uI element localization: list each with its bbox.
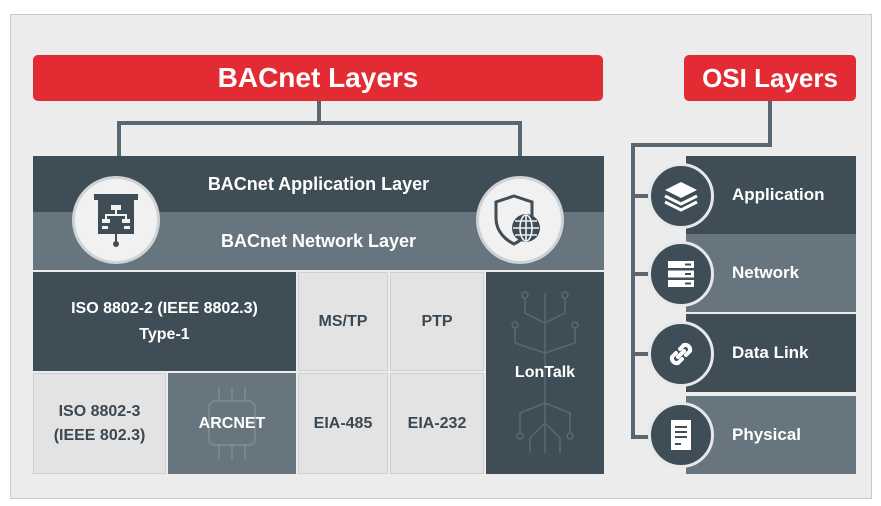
bacnet-connector-left [117, 121, 121, 157]
circuit-chip-icon [208, 387, 256, 459]
osi-connector-stem [768, 101, 772, 145]
arcnet-label: ARCNET [198, 414, 266, 432]
stack-layers-icon [648, 163, 714, 229]
eia485-cell: EIA-485 [298, 373, 388, 474]
shield-globe-icon [476, 176, 564, 264]
circuit-tree-icon [511, 291, 579, 453]
osi-connector-bar [631, 143, 772, 147]
osi-layer-application: Application [686, 156, 856, 234]
iso-8802-3-cell: ISO 8802-3 (IEEE 802.3) [33, 373, 166, 474]
mstp-label: MS/TP [318, 312, 368, 330]
osi-layers-title: OSI Layers [684, 55, 856, 101]
document-icon [648, 402, 714, 468]
osi-connector-tick-3 [631, 352, 651, 356]
bacnet-connector-right [518, 121, 522, 157]
bacnet-application-layer-label: BACnet Application Layer [207, 173, 430, 194]
osi-layer-application-label: Application [732, 185, 825, 204]
eia232-label: EIA-232 [407, 414, 467, 432]
osi-layer-physical: Physical [686, 396, 856, 474]
osi-connector-vertical [631, 143, 635, 439]
eia485-label: EIA-485 [313, 414, 373, 432]
iso-8802-2-cell: ISO 8802-2 (IEEE 8802.3) Type-1 [33, 272, 296, 371]
osi-layer-data-link-label: Data Link [732, 343, 809, 362]
server-icon [648, 241, 714, 307]
iso-8802-3-label-line2: (IEEE 802.3) [53, 426, 146, 444]
osi-connector-tick-1 [631, 194, 651, 198]
link-icon [648, 321, 714, 387]
osi-layer-network-label: Network [732, 263, 800, 282]
osi-connector-tick-4 [631, 435, 651, 439]
lontalk-cell: LonTalk [486, 272, 604, 474]
iso-8802-2-label-line1: ISO 8802-2 (IEEE 8802.3) [71, 299, 258, 317]
bacnet-connector-stem [317, 101, 321, 123]
lontalk-label: LonTalk [514, 364, 576, 381]
osi-layer-data-link: Data Link [686, 314, 856, 392]
bacnet-network-layer-label: BACnet Network Layer [220, 230, 417, 251]
hierarchy-board-icon [72, 176, 160, 264]
mstp-cell: MS/TP [298, 272, 388, 371]
osi-layer-network: Network [686, 234, 856, 312]
arcnet-cell: ARCNET [168, 373, 296, 474]
osi-connector-tick-2 [631, 272, 651, 276]
iso-8802-2-label-line2: Type-1 [139, 325, 190, 343]
bacnet-connector-bar [117, 121, 522, 125]
iso-8802-3-label-line1: ISO 8802-3 [58, 402, 141, 420]
ptp-label: PTP [421, 312, 453, 330]
bacnet-layers-title: BACnet Layers [33, 55, 603, 101]
ptp-cell: PTP [390, 272, 484, 371]
eia232-cell: EIA-232 [390, 373, 484, 474]
osi-layer-physical-label: Physical [732, 425, 801, 444]
